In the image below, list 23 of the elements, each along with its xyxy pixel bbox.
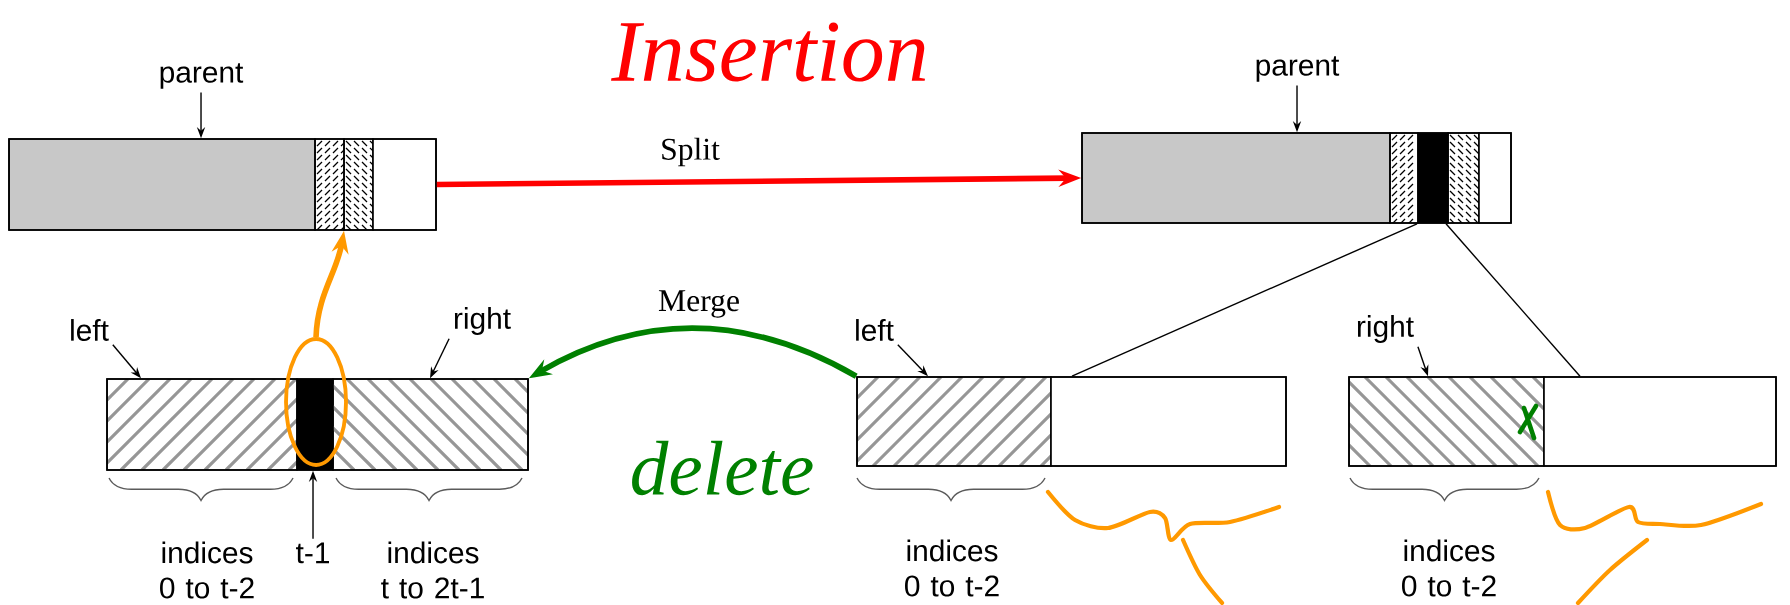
pointer-label: left bbox=[71, 319, 109, 341]
array-box bbox=[8, 138, 437, 231]
edge-label: Merge bbox=[656, 288, 742, 320]
pointer-label: right bbox=[454, 307, 511, 335]
circle-annotation bbox=[284, 337, 348, 467]
array-box bbox=[1081, 132, 1512, 224]
connector-line bbox=[1071, 223, 1418, 377]
pointer-label: t-1 bbox=[296, 542, 329, 564]
pointer-label: right bbox=[1357, 315, 1414, 343]
array-box bbox=[106, 378, 529, 471]
index-label: indices t to 2t-1 bbox=[381, 541, 484, 599]
handwritten-note: delete bbox=[632, 440, 813, 496]
index-label: indices 0 to t-2 bbox=[160, 541, 254, 599]
index-label: indices 0 to t-2 bbox=[905, 539, 999, 597]
index-label: indices 0 to t-2 bbox=[1402, 539, 1496, 597]
array-box bbox=[1348, 376, 1777, 467]
pointer-label: parent bbox=[1256, 56, 1340, 82]
edge-label: Split bbox=[658, 135, 722, 169]
pointer-label: parent bbox=[160, 63, 244, 89]
connector-line bbox=[1445, 223, 1581, 377]
pointer-label: left bbox=[856, 319, 894, 341]
array-box bbox=[856, 376, 1287, 467]
title: Insertion bbox=[611, 22, 925, 82]
